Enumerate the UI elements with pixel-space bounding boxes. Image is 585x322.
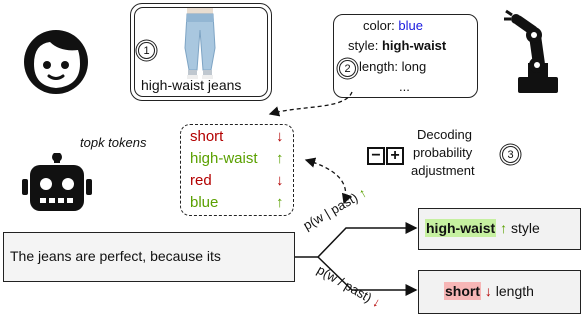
output-lower-rest: length — [495, 283, 534, 299]
output-upper-rest: style — [511, 220, 540, 236]
attr-color-value: blue — [398, 18, 423, 33]
step-3-badge: 3 — [502, 146, 519, 163]
output-upper-arrow: ↑ — [500, 220, 508, 236]
output-upper-word: high-waist — [425, 219, 497, 237]
step-1-badge: 1 — [138, 42, 155, 59]
attr-style-row: style: high-waist — [348, 38, 446, 53]
topk-token-arrow: ↓ — [276, 172, 284, 189]
branch-upper — [295, 222, 418, 258]
topk-title: topk tokens — [80, 135, 147, 150]
topk-token-arrow: ↑ — [276, 194, 284, 211]
topk-token-arrow: ↓ — [276, 128, 284, 145]
attr-length-row: length: long — [359, 59, 427, 74]
robot-head-icon — [22, 153, 92, 211]
attr-style-value: high-waist — [381, 38, 447, 53]
topk-token-arrow: ↑ — [276, 150, 284, 167]
adjust-line-3: adjustment — [411, 163, 475, 178]
output-lower-word: short — [444, 282, 481, 300]
product-caption: high-waist jeans — [141, 77, 242, 93]
product-box — [130, 3, 272, 101]
attr-to-product-arrow — [268, 91, 353, 117]
user-face-icon — [24, 30, 88, 94]
robot-arm-icon — [504, 9, 558, 93]
output-lower-arrow: ↓ — [484, 283, 492, 299]
branch-lower — [317, 256, 418, 296]
topk-decision-arrow — [304, 157, 352, 205]
jeans-image — [184, 8, 216, 79]
minus-plus-icon: − + — [367, 147, 407, 167]
attribute-box — [333, 14, 478, 98]
adjust-line-1: Decoding — [417, 127, 472, 142]
topk-token-word: high-waist — [190, 150, 258, 167]
output-lower-row: short ↓ length — [444, 282, 534, 300]
context-text: The jeans are perfect, because its — [10, 248, 221, 264]
topk-box — [180, 124, 294, 216]
plus-icon: + — [386, 147, 404, 165]
topk-token-word: red — [190, 172, 212, 189]
attr-style-label: style: — [348, 38, 379, 53]
minus-icon: − — [367, 147, 385, 165]
adjust-line-2: probability — [413, 145, 473, 160]
context-box — [3, 232, 295, 282]
attr-color-label: color: — [363, 18, 395, 33]
topk-token-word: short — [190, 128, 224, 145]
output-upper-row: high-waist ↑ style — [425, 219, 540, 237]
topk-token-word: blue — [190, 194, 219, 211]
attr-ellipsis: ... — [399, 79, 410, 94]
step-2-badge: 2 — [339, 60, 356, 77]
attr-color-row: color: blue — [363, 18, 423, 33]
